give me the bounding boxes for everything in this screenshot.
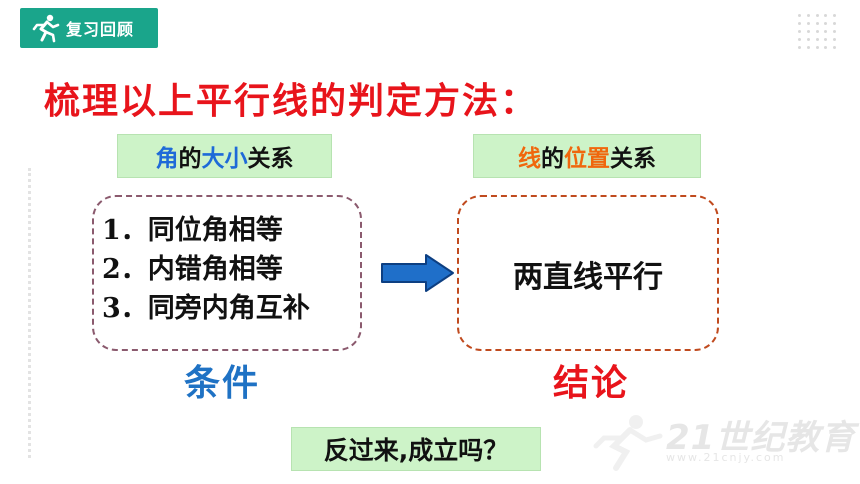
label-part: 关系 xyxy=(247,146,294,172)
question-box: 反过来,成立吗？ xyxy=(291,427,541,471)
right-arrow-icon xyxy=(381,254,454,292)
dot-grid-decoration xyxy=(798,14,842,54)
line-position-label: 线 的 位置 关系 xyxy=(473,134,701,178)
watermark-brand: 21世纪教育 xyxy=(666,418,856,458)
label-part: 大小 xyxy=(201,146,248,172)
page-title: 梳理以上平行线的判定方法： xyxy=(44,81,539,122)
conditions-box xyxy=(92,195,362,351)
label-part: 位置 xyxy=(564,146,610,172)
angle-relation-label: 角 的 大小 关系 xyxy=(117,134,332,178)
list-item: 3．同旁内角互补 xyxy=(102,293,310,324)
conclusion-text: 两直线平行 xyxy=(513,260,663,295)
section-tag: 复习回顾 xyxy=(20,8,158,48)
conclusion-caption: 结论 xyxy=(553,363,630,404)
dotted-rail-decoration xyxy=(28,168,31,458)
brand-logo-icon xyxy=(593,415,663,471)
label-part: 线 xyxy=(518,146,541,172)
list-item: 2．内错角相等 xyxy=(102,254,283,285)
condition-caption: 条件 xyxy=(184,363,261,404)
label-part: 的 xyxy=(178,146,202,172)
running-figure-icon xyxy=(32,14,60,43)
label-part: 的 xyxy=(541,146,564,172)
label-part: 角 xyxy=(155,146,179,172)
label-part: 关系 xyxy=(610,146,656,172)
conditions-list: 1．同位角相等 2．内错角相等 3．同旁内角互补 xyxy=(102,211,310,328)
conclusion-box xyxy=(457,195,719,351)
section-tag-label: 复习回顾 xyxy=(66,20,135,39)
watermark-url: www.21cnjy.com xyxy=(666,451,786,464)
list-item: 1．同位角相等 xyxy=(102,215,283,246)
